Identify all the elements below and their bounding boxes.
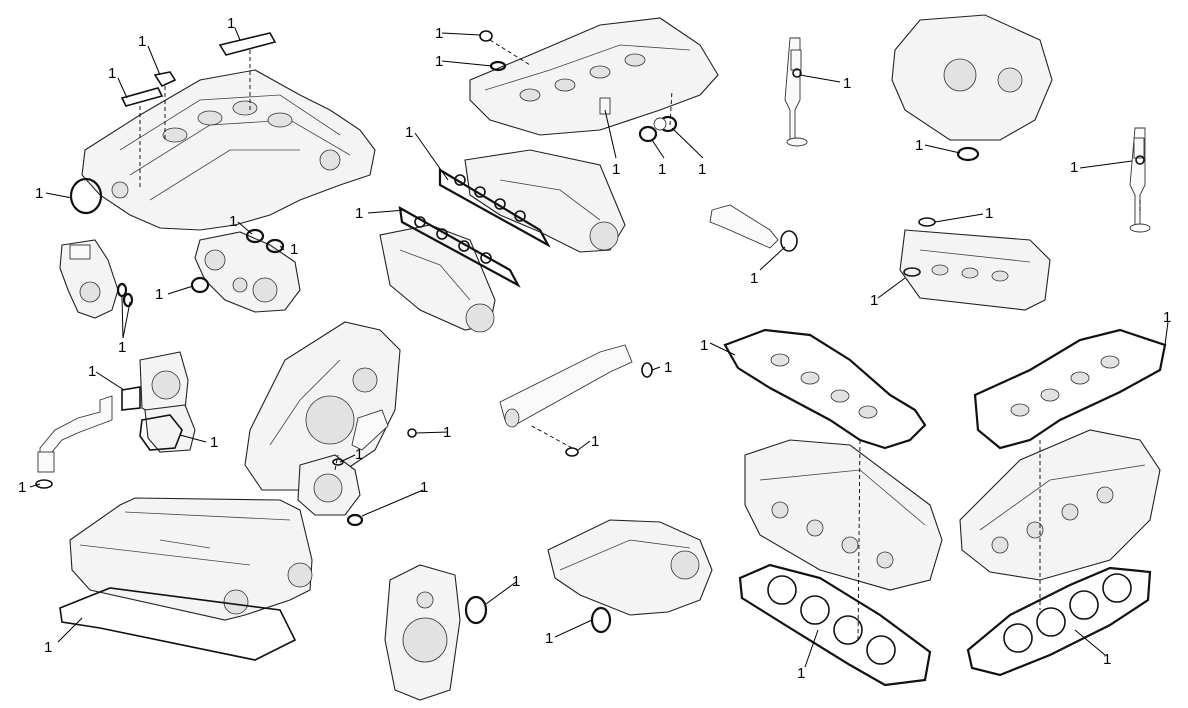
thermostat-seals: [116, 228, 285, 308]
callout-number: 1: [915, 137, 923, 154]
chain-tensioner: [351, 409, 389, 451]
callout-numbers: 1 1 1 1 1 1 1 1 1 1 1 1 1 1 1 1 1 1 1 1 …: [18, 15, 1171, 682]
callout-number: 1: [612, 161, 620, 178]
callout-number: 1: [443, 424, 451, 441]
throttle-body: [139, 351, 196, 453]
callout-number: 1: [985, 205, 993, 222]
callout-number: 1: [664, 359, 672, 376]
callout-number: 1: [229, 213, 237, 230]
exhaust-manifold-upper: [464, 149, 626, 253]
cylinder-head-left: [744, 439, 943, 591]
callout-number: 1: [1070, 159, 1078, 176]
callout-number: 1: [512, 573, 520, 590]
egr-valve: [59, 239, 119, 319]
callout-number: 1: [290, 241, 298, 258]
callout-number: 1: [658, 161, 666, 178]
valve-cover-gasket-left: [723, 328, 927, 450]
front-cover: [384, 564, 461, 701]
callout-number: 1: [227, 15, 235, 32]
callout-number: 1: [870, 292, 878, 309]
engine-block-right: [891, 14, 1053, 141]
coolant-pipe-seal: [780, 230, 798, 252]
callout-number: 1: [700, 337, 708, 354]
crossover-pipe: [499, 344, 633, 428]
callout-number: 1: [591, 433, 599, 450]
throttle-gaskets: [35, 386, 183, 489]
callout-number: 1: [405, 124, 413, 141]
exhaust-gasket-upper: [438, 168, 551, 248]
thermostat-housing: [194, 231, 301, 313]
block-right-seal: [956, 146, 980, 162]
cylinder-head-right: [959, 429, 1161, 581]
lower-crankcase: [547, 519, 713, 616]
callout-number: 1: [750, 270, 758, 287]
head-gasket-left: [738, 563, 932, 687]
crank-seal: [590, 606, 612, 634]
valve-left: [784, 37, 808, 147]
front-seal: [464, 595, 488, 625]
intake-manifold: [469, 17, 719, 136]
callout-number: 1: [138, 33, 146, 50]
callout-number: 1: [435, 25, 443, 42]
callout-number: 1: [1163, 309, 1171, 326]
callout-number: 1: [210, 434, 218, 451]
water-pump: [297, 454, 361, 516]
callout-number: 1: [843, 75, 851, 92]
callout-number: 1: [355, 205, 363, 222]
callout-number: 1: [44, 639, 52, 656]
egr-pipe: [37, 395, 113, 473]
alignment-lines: [139, 39, 1141, 641]
plenum-gasket: [59, 587, 297, 661]
intake-plenum: [69, 497, 313, 621]
callout-number: 1: [355, 446, 363, 463]
callout-number: 1: [797, 665, 805, 682]
exhaust-gasket-lower: [398, 205, 521, 288]
engine-block: [81, 69, 376, 231]
callout-number: 1: [545, 630, 553, 647]
callout-number: 1: [108, 65, 116, 82]
coolant-pipe: [709, 204, 779, 249]
intake-runner: [899, 229, 1051, 311]
callout-number: 1: [118, 339, 126, 356]
block-gasket-parts: [69, 32, 277, 215]
callout-number: 1: [698, 161, 706, 178]
callout-number: 1: [35, 185, 43, 202]
callout-number: 1: [18, 479, 26, 496]
head-gasket-right: [966, 566, 1152, 677]
callout-number: 1: [155, 286, 163, 303]
leader-lines: [29, 27, 1169, 668]
valve-cover-gasket-right: [973, 328, 1167, 450]
callout-number: 1: [435, 53, 443, 70]
callout-number: 1: [88, 363, 96, 380]
valve-right: [1129, 127, 1151, 233]
callout-number: 1: [1103, 651, 1111, 668]
callout-number: 1: [420, 479, 428, 496]
